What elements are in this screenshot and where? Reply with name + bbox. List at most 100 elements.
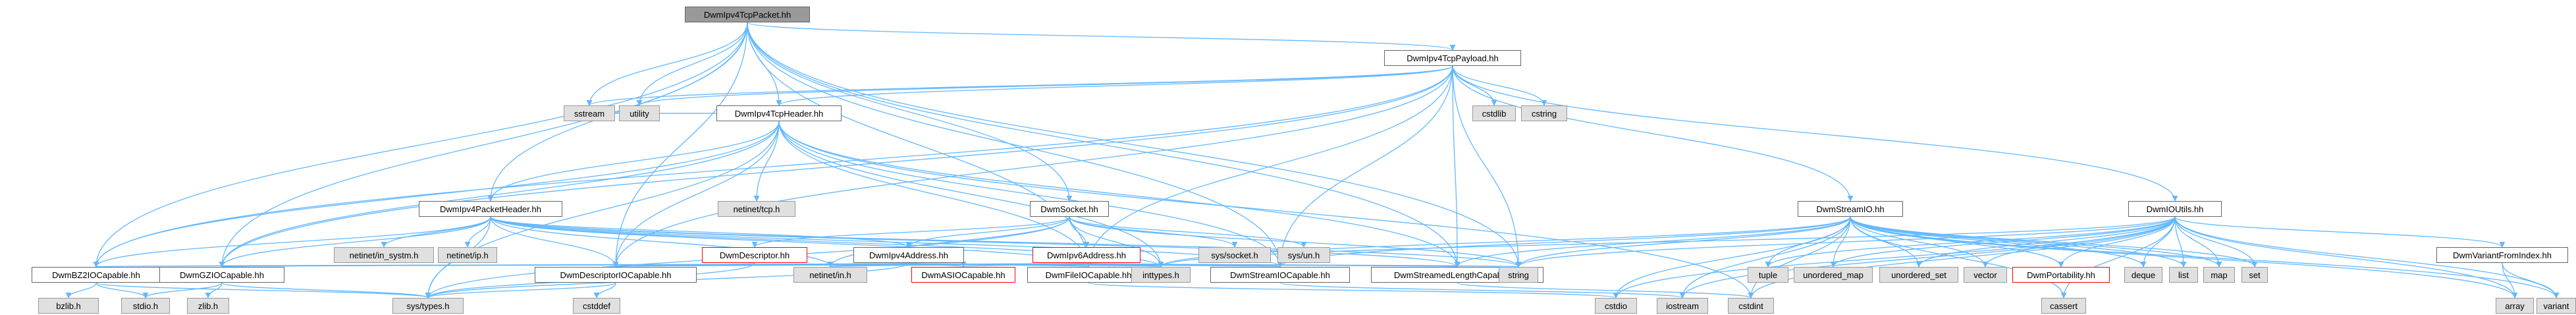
edge-ioutils-to-portability xyxy=(2058,216,2176,268)
node-zlib-h: zlib.h xyxy=(187,298,229,314)
node-dwmipv4tcppayload-hh[interactable]: DwmIpv4TcpPayload.hh xyxy=(1384,50,1521,66)
node-dwmioutils-hh[interactable]: DwmIOUtils.hh xyxy=(2128,201,2222,217)
edge-payload-to-sstream xyxy=(586,65,1453,106)
node-dwmipv4address-hh[interactable]: DwmIpv4Address.hh xyxy=(853,247,964,263)
edge-tcphdr-to-fileio xyxy=(778,121,1092,268)
edge-payload-to-bz2 xyxy=(93,65,1453,268)
edge-bz2-to-stdio xyxy=(95,282,149,299)
edge-ipv6addr-to-fileio xyxy=(1085,261,1092,268)
edge-pkthdr-to-descio xyxy=(490,216,619,268)
node-dwmvariantfromindex-hh[interactable]: DwmVariantFromIndex.hh xyxy=(2436,247,2568,263)
edge-tcphdr-to-gz xyxy=(219,121,780,268)
edge-payload-to-streamio xyxy=(1452,65,1854,202)
node-netinet-in-systm-h: netinet/in_systm.h xyxy=(334,247,434,263)
edge-root-to-gz xyxy=(219,22,748,268)
node-map: map xyxy=(2203,267,2235,283)
node-netinet-in-h: netinet/in.h xyxy=(793,267,867,283)
node-dwmbz2iocapable-hh[interactable]: DwmBZ2IOCapable.hh xyxy=(32,267,161,283)
edge-root-to-utility xyxy=(636,22,748,106)
node-stdio-h: stdio.h xyxy=(121,298,170,314)
edge-socket-to-inttypes xyxy=(1069,216,1164,268)
edge-payload-to-cstdlib xyxy=(1452,65,1497,106)
node-cstring: cstring xyxy=(1521,105,1567,121)
node-array: array xyxy=(2496,298,2534,314)
node-tuple: tuple xyxy=(1748,267,1788,283)
edge-streamio-to-portability xyxy=(1850,216,2064,268)
edge-pkthdr-to-iph xyxy=(464,216,491,248)
edge-fileio-to-cstdio xyxy=(1088,282,1619,299)
edge-variant_from-to-variant xyxy=(2502,262,2560,299)
node-dwmsocket-hh[interactable]: DwmSocket.hh xyxy=(1030,201,1109,217)
edge-root-to-payload xyxy=(747,22,1456,51)
edge-root-to-socket xyxy=(747,22,1073,202)
node-netinet-tcp-h: netinet/tcp.h xyxy=(718,201,795,217)
edge-pkthdr-to-inh xyxy=(490,216,834,268)
edge-socket-to-inh xyxy=(827,216,1070,268)
edge-root-to-streamedlen xyxy=(747,22,1461,268)
edge-root-to-descio xyxy=(612,22,748,268)
node-netinet-ip-h: netinet/ip.h xyxy=(438,247,497,263)
edge-bz2-to-systypes xyxy=(95,282,431,299)
edge-streamio-to-vector xyxy=(1850,216,1989,268)
edge-tcphdr-to-inttypes xyxy=(778,121,1164,268)
node-dwmipv4tcpheader-hh[interactable]: DwmIpv4TcpHeader.hh xyxy=(716,105,842,121)
node-dwmdescriptor-hh[interactable]: DwmDescriptor.hh xyxy=(702,247,807,263)
edge-payload-to-streamiocap xyxy=(1277,65,1453,268)
node-dwmipv4tcppacket-hh[interactable]: DwmIpv4TcpPacket.hh xyxy=(685,7,810,22)
edge-tcphdr-to-descio xyxy=(612,121,780,268)
edge-streamiocap-to-iostream xyxy=(1279,282,1686,299)
edge-ioutils-to-variant_from xyxy=(2174,216,2506,248)
edge-root-to-string xyxy=(747,22,1522,268)
node-vector: vector xyxy=(1964,267,2007,283)
edge-socket-to-unh xyxy=(1069,216,1307,248)
edge-streamio-to-variant xyxy=(1850,216,2560,299)
edge-payload-to-fileio xyxy=(1085,65,1453,268)
node-utility: utility xyxy=(619,105,660,121)
node-dwmportability-hh[interactable]: DwmPortability.hh xyxy=(2012,267,2110,283)
edge-root-to-bz2 xyxy=(93,22,748,268)
edge-ioutils-to-tuple xyxy=(1765,216,2176,268)
edge-tcphdr-to-cstdint xyxy=(778,121,1754,299)
edge-gz-to-systypes xyxy=(221,282,431,299)
node-dwmdescriptoriocapable-hh[interactable]: DwmDescriptorIOCapable.hh xyxy=(535,267,697,283)
node-dwmasiocapable-hh[interactable]: DwmASIOCapable.hh xyxy=(911,267,1015,283)
edge-ioutils-to-cstdint xyxy=(1748,216,2176,299)
edge-variant_from-to-array xyxy=(2502,262,2518,299)
edge-socket-to-string xyxy=(1069,216,1522,268)
edge-streamio-to-set xyxy=(1850,216,2258,268)
edge-bz2-to-bzlib xyxy=(65,282,97,299)
node-cstddef: cstddef xyxy=(573,298,620,314)
edge-payload-to-tcphdr xyxy=(776,65,1453,106)
edge-ioutils-to-array xyxy=(2174,216,2518,299)
edge-streamio-to-streamiocap xyxy=(1277,216,1851,268)
node-cassert: cassert xyxy=(2041,298,2086,314)
node-cstdlib: cstdlib xyxy=(1472,105,1516,121)
edge-ioutils-to-string xyxy=(1515,216,2176,268)
edge-pkthdr-to-string xyxy=(490,216,1522,268)
edge-ipv6addr-to-streamedlen xyxy=(1086,261,1459,268)
node-cstdio: cstdio xyxy=(1595,298,1637,314)
edge-ioutils-to-map xyxy=(2174,216,2222,268)
edge-ioutils-to-cstdio xyxy=(1613,216,2176,299)
node-sys-socket-h: sys/socket.h xyxy=(1198,247,1271,263)
edge-streamio-to-deque xyxy=(1850,216,2147,268)
node-deque: deque xyxy=(2124,267,2162,283)
edge-root-to-sstream xyxy=(586,22,748,106)
edge-streamio-to-cassert xyxy=(1850,216,2067,299)
node-sys-types-h: sys/types.h xyxy=(392,298,464,314)
node-set: set xyxy=(2241,267,2268,283)
node-dwmstreamiocapable-hh[interactable]: DwmStreamIOCapable.hh xyxy=(1210,267,1350,283)
edge-socket-to-ipv4addr xyxy=(905,216,1070,248)
node-dwmipv4packetheader-hh[interactable]: DwmIpv4PacketHeader.hh xyxy=(419,201,562,217)
node-string: string xyxy=(1499,267,1538,283)
node-dwmipv6address-hh[interactable]: DwmIpv6Address.hh xyxy=(1033,247,1140,263)
node-list: list xyxy=(2169,267,2198,283)
node-iostream: iostream xyxy=(1657,298,1708,314)
edge-ipv6addr-to-asio xyxy=(960,261,1087,268)
edge-ioutils-to-iostream xyxy=(1679,216,2176,299)
edge-tcphdr-to-streamedlen xyxy=(778,121,1461,268)
node-dwmgziocapable-hh[interactable]: DwmGZIOCapable.hh xyxy=(159,267,284,283)
edge-payload-to-string xyxy=(1452,65,1522,268)
node-dwmstreamio-hh[interactable]: DwmStreamIO.hh xyxy=(1798,201,1903,217)
edge-streamio-to-cstdint xyxy=(1748,216,1851,299)
